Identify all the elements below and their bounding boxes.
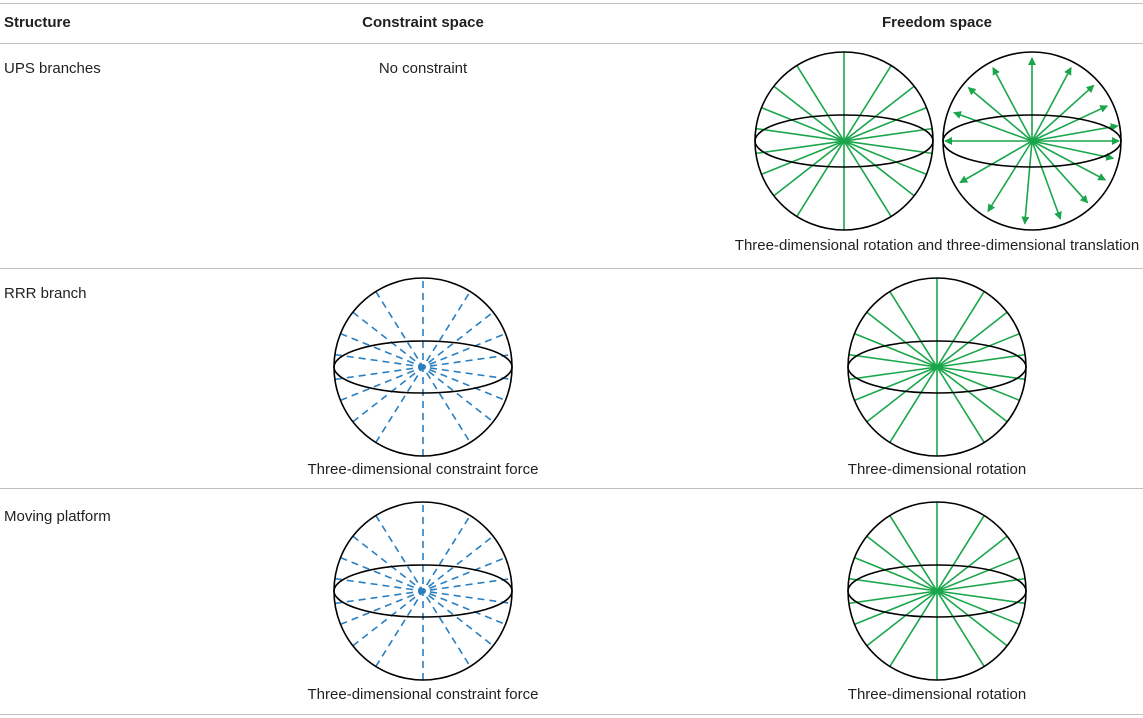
row2-rule <box>0 488 1143 489</box>
sphere-rotation-lines-icon <box>847 501 1027 681</box>
row1-structure: UPS branches <box>4 60 101 77</box>
sphere-rotation-lines-icon <box>847 277 1027 457</box>
row3-structure: Moving platform <box>4 508 111 525</box>
header-rule <box>0 43 1143 44</box>
sphere-constraint-dashed-icon <box>333 277 513 457</box>
sphere-rotation-lines-icon <box>754 51 934 231</box>
sphere-translation-arrows-icon <box>942 51 1122 231</box>
top-rule <box>0 3 1143 4</box>
header-freedom-space: Freedom space <box>881 14 993 31</box>
row1-rule <box>0 268 1143 269</box>
row2-structure: RRR branch <box>4 285 87 302</box>
row3-freedom-caption: Three-dimensional rotation <box>847 686 1027 703</box>
row3-constraint-caption: Three-dimensional constraint force <box>307 686 539 703</box>
row2-constraint-caption: Three-dimensional constraint force <box>307 461 539 478</box>
row1-freedom-caption: Three-dimensional rotation and three-dim… <box>734 237 1140 254</box>
header-constraint-space: Constraint space <box>362 14 484 31</box>
row2-freedom-caption: Three-dimensional rotation <box>847 461 1027 478</box>
bottom-rule <box>0 714 1143 715</box>
header-structure: Structure <box>4 14 71 31</box>
sphere-constraint-dashed-icon <box>333 501 513 681</box>
row1-constraint-text: No constraint <box>378 60 468 77</box>
